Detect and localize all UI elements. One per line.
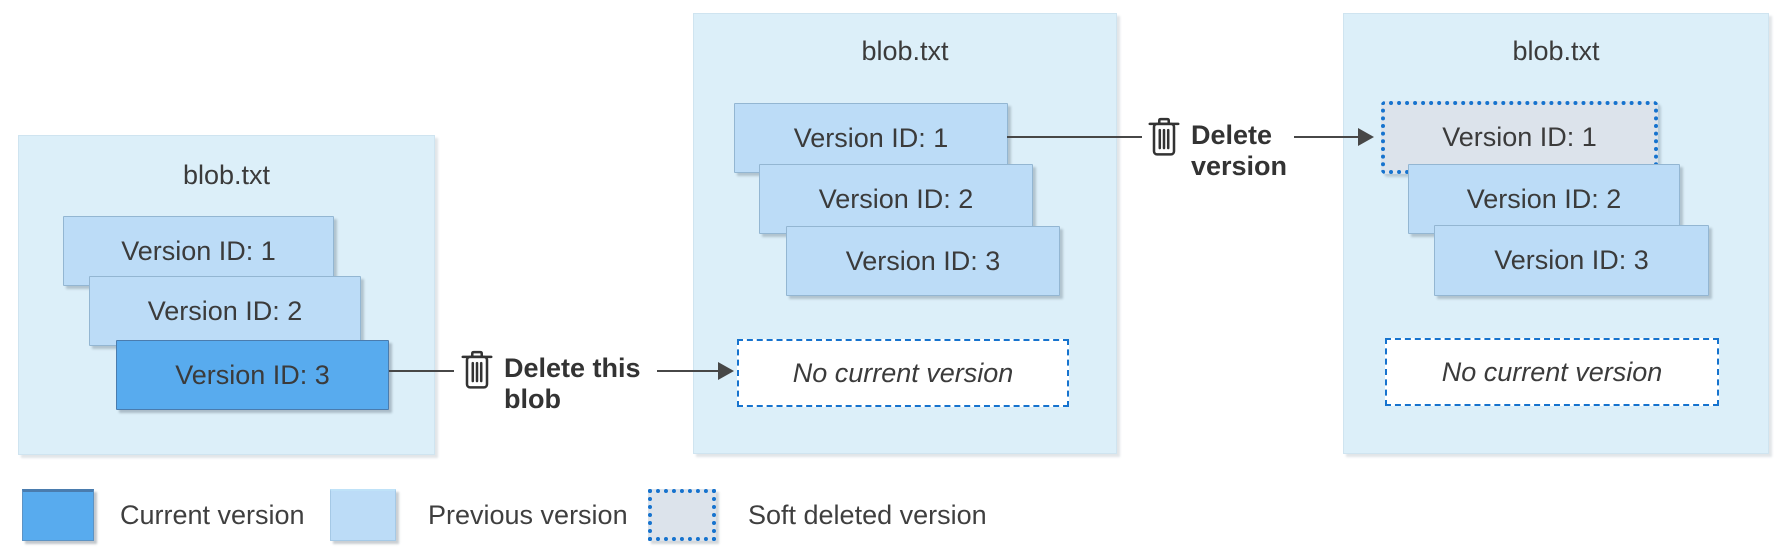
no-current-version-label: No current version [1441,356,1663,387]
delete-this-blob-label: Delete this blob [504,353,641,414]
no-current-version-box: No current version [737,339,1069,407]
version-box-3: Version ID: 3 [786,226,1060,296]
connector-line [1294,136,1360,138]
blob-panel-after-delete-blob: blob.txt Version ID: 1 Version ID: 2 Ver… [693,13,1117,454]
panel-title: blob.txt [1512,36,1600,66]
arrowhead-right-icon [1358,128,1374,146]
legend-swatch-current-version [22,489,94,541]
version-label: Version ID: 2 [1466,183,1622,214]
blob-panel-after-delete-version: blob.txt Version ID: 1 Version ID: 2 Ver… [1343,13,1769,454]
legend-swatch-previous-version [330,489,396,541]
version-box-1: Version ID: 1 [734,103,1008,173]
legend-label: Previous version [428,500,628,530]
version-box-1: Version ID: 1 [63,216,334,286]
version-label: Version ID: 2 [818,183,974,214]
version-label: Version ID: 1 [793,122,949,153]
trash-icon [1148,117,1180,156]
version-label: Version ID: 3 [175,359,330,390]
legend-label: Current version [120,500,305,530]
panel-title: blob.txt [861,36,949,66]
panel-title: blob.txt [182,160,271,190]
legend-swatch-soft-deleted-version [648,489,716,541]
blob-panel-before-delete: blob.txt Version ID: 1 Version ID: 2 Ver… [18,135,435,455]
version-box-2: Version ID: 2 [759,164,1033,234]
version-label: Version ID: 3 [845,245,1001,276]
no-current-version-label: No current version [792,357,1014,388]
version-box-3-current: Version ID: 3 [116,340,389,410]
connector-line [389,370,454,372]
trash-icon [461,350,493,389]
version-box-2: Version ID: 2 [1408,164,1680,234]
connector-line [1007,136,1142,138]
version-box-2: Version ID: 2 [89,276,361,346]
version-label: Version ID: 3 [1494,245,1649,275]
version-label: Version ID: 2 [147,295,303,326]
legend-label: Soft deleted version [748,500,987,530]
version-box-3: Version ID: 3 [1434,225,1709,296]
no-current-version-box: No current version [1385,338,1719,406]
version-label: Version ID: 1 [1442,122,1597,152]
version-label: Version ID: 1 [121,235,276,266]
delete-version-label: Delete version [1191,120,1288,181]
arrowhead-right-icon [718,362,734,380]
connector-line [657,370,721,372]
